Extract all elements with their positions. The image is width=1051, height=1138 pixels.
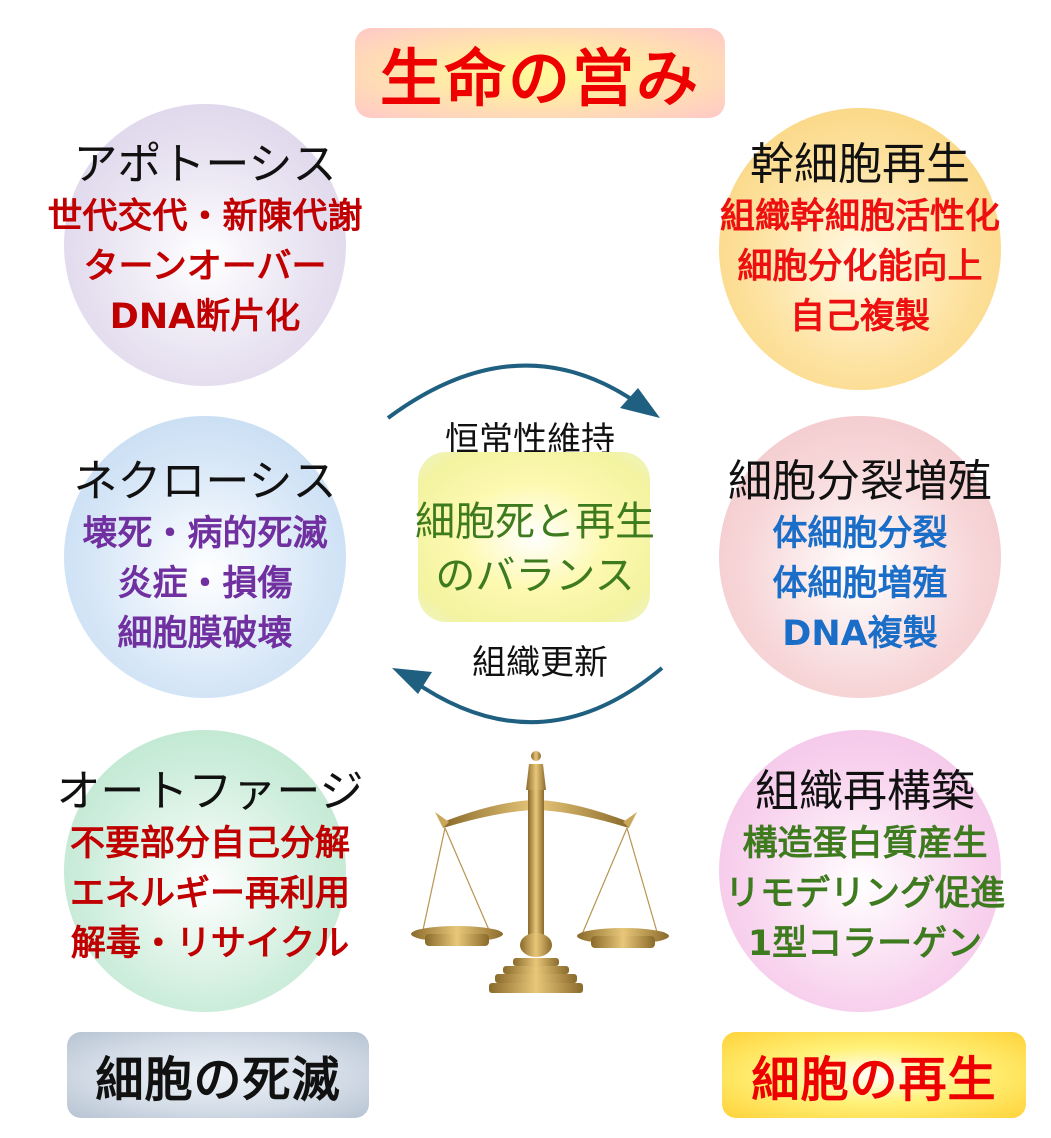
necrosis-line: 細胞膜破壊 <box>117 614 293 654</box>
tissue-renewal-label: 組織更新 <box>472 643 608 683</box>
tissue-rebuild-line: リモデリング促進 <box>724 874 1005 914</box>
tissue-rebuild-block: 組織再構築 構造蛋白質産生 リモデリング促進 1型コラーゲン <box>655 765 1051 969</box>
balance-text: 細胞死と再生 のバランス <box>380 495 690 603</box>
apoptosis-block: アポトーシス 世代交代・新陳代謝 ターンオーバー DNA断片化 <box>0 138 415 342</box>
cell-division-circle <box>719 416 1001 698</box>
balance-line: 細胞死と再生 <box>415 499 655 545</box>
cell-regeneration-banner: 細胞の再生 <box>722 1032 1026 1118</box>
autophagy-line: 解毒・リサイクル <box>70 924 350 964</box>
cell-division-block: 細胞分裂増殖 体細胞分裂 体細胞増殖 DNA複製 <box>650 455 1051 659</box>
tissue-rebuild-line: 1型コラーゲン <box>747 924 983 964</box>
cell-regeneration-label: 細胞の再生 <box>751 1052 997 1108</box>
necrosis-circle <box>64 416 346 698</box>
stem-cell-line: 自己複製 <box>789 297 930 337</box>
circular-arrow-icon <box>386 363 664 725</box>
necrosis-line: 炎症・損傷 <box>117 564 293 604</box>
tissue-rebuild-line: 構造蛋白質産生 <box>742 824 988 864</box>
apoptosis-line: ターンオーバー <box>83 247 327 287</box>
cell-division-line: 体細胞増殖 <box>772 564 948 604</box>
apoptosis-line: 世代交代・新陳代謝 <box>47 197 363 237</box>
stem-cell-circle <box>719 108 1001 390</box>
stem-cell-line: 組織幹細胞活性化 <box>719 197 1000 237</box>
balance-line: のバランス <box>435 553 635 599</box>
autophagy-circle <box>64 730 346 1012</box>
autophagy-line: 不要部分自己分解 <box>69 824 350 864</box>
autophagy-line: エネルギー再利用 <box>69 874 350 914</box>
autophagy-block: オートファージ 不要部分自己分解 エネルギー再利用 解毒・リサイクル <box>0 765 420 969</box>
stem-cell-heading: 幹細胞再生 <box>750 139 970 190</box>
cell-division-line: DNA複製 <box>782 614 938 654</box>
stem-cell-block: 幹細胞再生 組織幹細胞活性化 細胞分化能向上 自己複製 <box>650 138 1051 342</box>
necrosis-heading: ネクローシス <box>73 456 337 507</box>
apoptosis-line: DNA断片化 <box>109 297 301 337</box>
apoptosis-heading: アポトーシス <box>73 139 337 190</box>
necrosis-block: ネクローシス 壊死・病的死滅 炎症・損傷 細胞膜破壊 <box>0 455 415 659</box>
cell-death-banner: 細胞の死滅 <box>67 1032 369 1118</box>
title-banner: 生命の営み <box>355 28 725 118</box>
balance-box <box>418 452 650 622</box>
autophagy-heading: オートファージ <box>56 766 364 817</box>
page-title: 生命の営み <box>379 42 700 115</box>
cell-death-label: 細胞の死滅 <box>95 1052 341 1108</box>
tissue-rebuild-heading: 組織再構築 <box>755 766 975 817</box>
cell-division-line: 体細胞分裂 <box>772 514 948 554</box>
tissue-rebuild-circle <box>719 730 1001 1012</box>
necrosis-line: 壊死・病的死滅 <box>82 514 328 554</box>
apoptosis-circle <box>64 104 346 386</box>
stem-cell-line: 細胞分化能向上 <box>737 247 983 287</box>
cell-division-heading: 細胞分裂増殖 <box>728 456 992 507</box>
balance-scale-icon <box>411 751 669 993</box>
